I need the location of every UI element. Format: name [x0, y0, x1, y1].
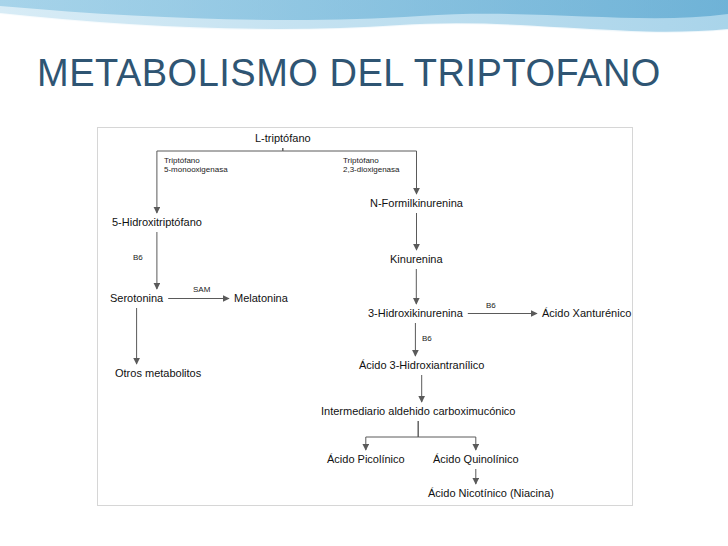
enzyme-label: SAM	[192, 285, 211, 294]
metabolite-name: Intermediario aldehido carboximucónico	[321, 405, 515, 417]
metabolite-node: Otros metabolitos	[112, 365, 204, 382]
metabolite-node: 5-Hidroxitriptófano	[109, 214, 205, 231]
metabolite-node: Ácido Picolínico	[324, 451, 408, 468]
metabolite-name: Ácido Picolínico	[327, 453, 405, 465]
reaction-arrow	[416, 213, 417, 250]
metabolite-node: Intermediario aldehido carboximucónico	[318, 403, 518, 420]
metabolite-node: L-triptófano	[252, 130, 314, 147]
metabolite-name: Ácido Quinolínico	[433, 453, 519, 465]
reaction-arrow	[416, 269, 417, 304]
metabolite-name: Otros metabolitos	[115, 367, 201, 379]
enzyme-label: B6	[421, 334, 433, 343]
metabolite-node: Melatonina	[231, 290, 291, 307]
metabolite-name: 5-Hidroxitriptófano	[112, 216, 202, 228]
reaction-arrow	[156, 232, 157, 289]
metabolite-name: Ácido 3-Hidroxiantranílico	[359, 359, 484, 371]
reaction-arrow	[475, 469, 476, 484]
reaction-arrow	[468, 313, 537, 314]
metabolite-node: 3-Hidroxikinurenina	[365, 305, 466, 322]
reaction-arrow	[366, 421, 418, 450]
metabolite-node: Ácido 3-Hidroxiantranílico	[356, 357, 487, 374]
metabolite-name: L-triptófano	[255, 132, 311, 144]
metabolite-name: Ácido Nicotínico (Niacina)	[428, 487, 554, 499]
metabolite-node: Serotonina	[107, 290, 166, 307]
metabolite-name: Serotonina	[110, 292, 163, 304]
metabolite-node: Ácido Quinolínico	[430, 451, 522, 468]
metabolite-name: Melatonina	[234, 292, 288, 304]
reaction-arrow	[283, 148, 417, 194]
metabolite-node: Ácido Xanturénico	[539, 305, 634, 322]
reaction-arrow	[418, 421, 476, 450]
enzyme-label: Triptófano 5-monooxigenasa	[163, 156, 231, 174]
slide-title: METABOLISMO DEL TRIPTOFANO	[37, 52, 661, 95]
reaction-arrow	[421, 375, 422, 402]
metabolite-node: Ácido Nicotínico (Niacina)	[425, 485, 557, 502]
metabolite-name: N-Formilkinurenina	[370, 197, 463, 209]
reaction-arrow	[157, 148, 283, 213]
enzyme-label: B6	[132, 253, 144, 262]
enzyme-label: Triptófano 2,3-dioxigenasa	[342, 156, 410, 174]
metabolite-name: 3-Hidroxikinurenina	[368, 307, 463, 319]
reaction-arrow	[415, 323, 416, 356]
metabolite-node: Kinurenina	[387, 251, 446, 268]
metabolite-name: Kinurenina	[390, 253, 443, 265]
reaction-arrow	[136, 308, 137, 364]
reaction-arrow	[168, 298, 229, 299]
enzyme-label: B6	[485, 301, 497, 310]
metabolite-name: Ácido Xanturénico	[542, 307, 631, 319]
metabolite-node: N-Formilkinurenina	[367, 195, 466, 212]
